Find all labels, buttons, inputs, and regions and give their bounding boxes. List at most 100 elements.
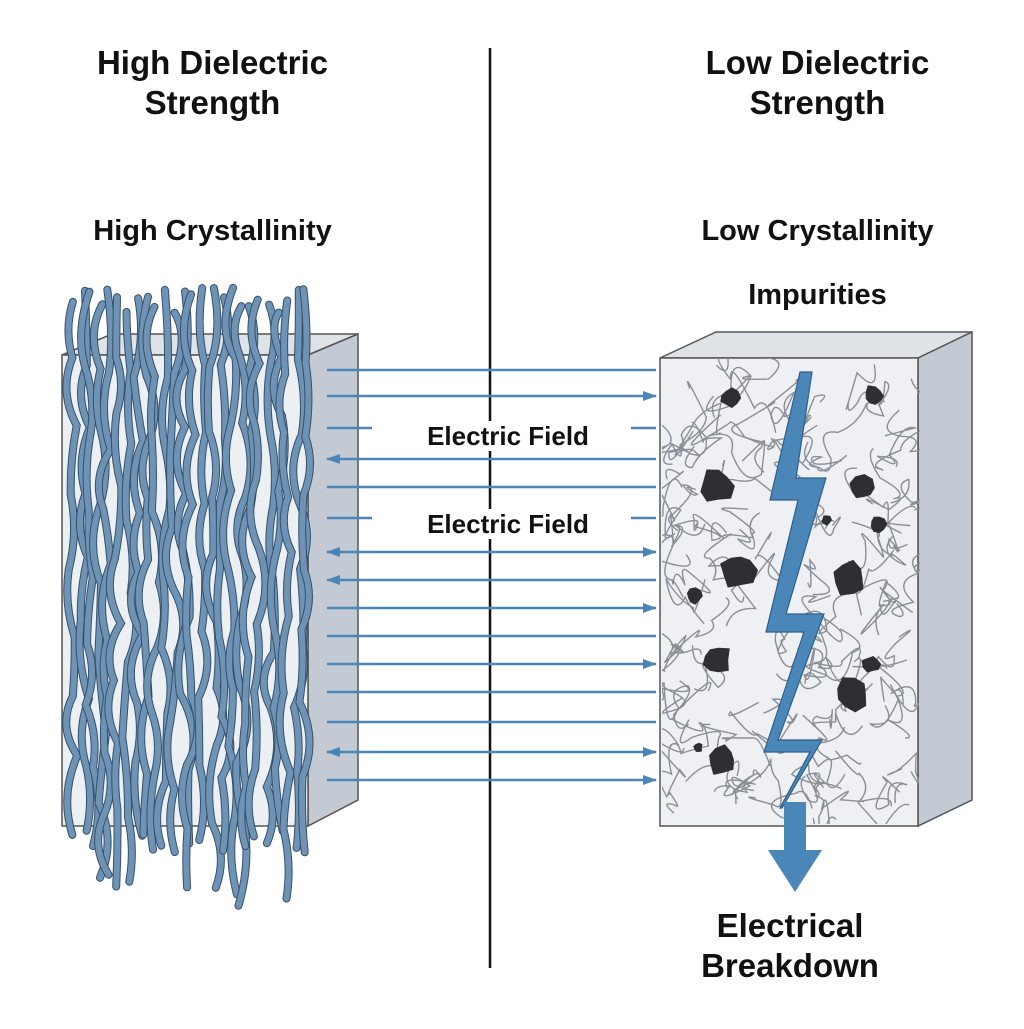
right-block xyxy=(659,330,973,828)
impurity-particle xyxy=(861,656,882,673)
left-subheading: High Crystallinity xyxy=(93,215,332,247)
amorphous-chain xyxy=(708,459,782,500)
left-block xyxy=(61,283,359,910)
lightning-bolt-icon xyxy=(763,371,827,809)
impurity-particle xyxy=(693,742,703,753)
amorphous-chain xyxy=(731,375,805,462)
amorphous-chain xyxy=(684,421,724,469)
amorphous-chain xyxy=(835,750,910,824)
amorphous-chain xyxy=(875,776,908,810)
impurity-particle xyxy=(837,677,867,713)
amorphous-chain xyxy=(820,790,892,824)
electrical-breakdown-label: Electrical Breakdown xyxy=(701,907,879,984)
amorphous-chain xyxy=(798,647,828,680)
amorphous-chain xyxy=(889,684,920,713)
impurity-particle xyxy=(833,559,864,596)
amorphous-chain xyxy=(665,578,706,625)
amorphous-chain xyxy=(806,612,861,667)
polymer-fiber xyxy=(244,295,270,841)
impurity-particle xyxy=(720,556,758,588)
amorphous-chain xyxy=(672,681,712,730)
amorphous-chain xyxy=(800,772,821,803)
impurity-particle xyxy=(870,516,888,534)
impurity-particles xyxy=(686,385,888,775)
impurity-particle xyxy=(720,387,742,409)
polymer-fiber xyxy=(178,290,202,892)
amorphous-chain xyxy=(662,478,683,517)
amorphous-chain xyxy=(865,447,902,511)
amorphous-chain xyxy=(770,391,796,424)
polymer-fiber xyxy=(94,285,116,879)
amorphous-chain xyxy=(874,430,920,471)
amorphous-chain xyxy=(691,645,726,692)
amorphous-chain xyxy=(679,719,721,783)
amorphous-chain xyxy=(847,521,885,570)
polymer-fiber xyxy=(104,293,126,891)
amorphous-chain xyxy=(667,484,699,532)
amorphous-chain xyxy=(770,790,815,824)
amorphous-chain xyxy=(866,380,890,417)
amorphous-chain xyxy=(662,750,687,814)
amorphous-chain xyxy=(668,425,707,461)
polymer-fiber xyxy=(295,285,314,857)
amorphous-chain xyxy=(886,752,920,784)
electric-field-lines xyxy=(326,368,657,785)
amorphous-chain xyxy=(891,562,920,618)
amorphous-chain xyxy=(663,597,730,672)
polymer-fiber xyxy=(202,284,228,892)
amorphous-chain xyxy=(887,522,911,553)
amorphous-chain xyxy=(803,557,831,596)
amorphous-chain xyxy=(860,580,900,635)
impurity-particle xyxy=(686,587,703,605)
amorphous-chain xyxy=(662,534,675,581)
right-heading: Low Dielectric Strength xyxy=(705,44,930,121)
amorphous-chain xyxy=(721,507,756,550)
amorphous-chain xyxy=(809,726,846,789)
impurity-particle xyxy=(821,515,832,526)
impurity-particle xyxy=(702,647,730,673)
amorphous-chain xyxy=(662,681,686,720)
amorphous-chain xyxy=(730,358,780,396)
amorphous-chain xyxy=(890,478,920,506)
right-subheading-crystallinity: Low Crystallinity xyxy=(701,215,934,247)
amorphous-chain xyxy=(669,718,710,755)
amorphous-chain xyxy=(713,776,754,797)
right-subheading-impurities: Impurities xyxy=(748,279,887,311)
polymer-fiber xyxy=(77,287,103,850)
polymer-fiber xyxy=(62,297,82,839)
amorphous-chain xyxy=(725,760,756,794)
amorphous-chain xyxy=(845,364,886,411)
amorphous-chain xyxy=(663,381,708,465)
electric-field-label-1: Electric Field xyxy=(385,421,631,451)
polymer-fiber xyxy=(142,302,168,854)
right-block-side xyxy=(917,330,973,828)
impurity-particle xyxy=(700,469,735,502)
electric-field-label-2: Electric Field xyxy=(385,509,631,539)
polymer-fibers xyxy=(62,283,314,910)
amorphous-chain xyxy=(662,680,690,701)
amorphous-chain xyxy=(662,468,685,490)
amorphous-chain xyxy=(662,424,690,453)
amorphous-chain xyxy=(705,366,752,418)
amorphous-chain xyxy=(809,454,848,472)
amorphous-chain xyxy=(886,409,920,453)
impurity-particle xyxy=(849,474,875,499)
amorphous-chain xyxy=(741,758,782,808)
amorphous-chain xyxy=(701,723,772,767)
amorphous-chain xyxy=(815,782,842,824)
amorphous-chain xyxy=(876,426,918,468)
amorphous-chain xyxy=(690,414,776,447)
amorphous-chain xyxy=(662,507,691,567)
left-heading: High Dielectric Strength xyxy=(96,44,329,121)
amorphous-chain xyxy=(662,728,685,798)
down-arrow-icon xyxy=(768,802,822,892)
amorphous-chain xyxy=(812,709,837,729)
impurity-particle xyxy=(709,744,734,775)
amorphous-chain xyxy=(671,568,711,598)
amorphous-chain xyxy=(802,714,862,765)
amorphous-chain xyxy=(709,433,766,479)
amorphous-chain xyxy=(662,493,684,547)
amorphous-chain xyxy=(662,642,685,672)
